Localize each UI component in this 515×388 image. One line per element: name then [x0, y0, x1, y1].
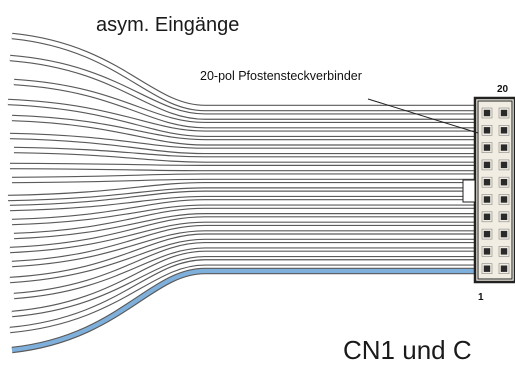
pin	[500, 213, 508, 220]
pin	[483, 248, 491, 255]
connector-20-pin	[462, 96, 515, 284]
pin	[500, 179, 508, 186]
wire	[7, 183, 474, 201]
pin	[483, 230, 491, 238]
wire	[11, 200, 474, 225]
wire	[13, 147, 474, 162]
pin	[500, 144, 508, 151]
wire	[11, 33, 474, 111]
wire	[9, 55, 474, 119]
ribbon-wires	[7, 32, 474, 354]
pin	[483, 265, 491, 272]
connector-inner-frame	[477, 100, 513, 280]
wire	[13, 243, 474, 299]
pin-1-label: 1	[478, 292, 484, 303]
caption-label: CN1 und C	[343, 335, 472, 365]
wire	[9, 191, 474, 211]
pin	[500, 248, 508, 255]
pin	[483, 144, 491, 151]
wire	[13, 79, 474, 128]
connector-key-notch	[462, 179, 476, 203]
wire	[13, 208, 474, 239]
pin-20-label: 20	[497, 84, 509, 95]
wire	[9, 133, 474, 153]
wire	[9, 163, 474, 171]
leader-line	[367, 98, 479, 134]
wire	[11, 226, 474, 267]
pin	[500, 161, 508, 169]
wire	[9, 260, 474, 333]
pin	[483, 179, 491, 186]
pin	[500, 265, 508, 272]
wire	[11, 174, 474, 183]
pin	[483, 196, 491, 203]
wire	[9, 217, 474, 253]
pin	[483, 127, 491, 134]
wire	[9, 234, 474, 283]
pin	[500, 127, 508, 134]
wire	[11, 115, 474, 145]
pin	[500, 230, 508, 238]
pin	[500, 196, 508, 203]
wire	[11, 251, 474, 317]
connector-label: 20-pol Pfostensteckverbinder	[200, 69, 362, 83]
pin	[483, 213, 491, 220]
wire-pin-1	[11, 268, 474, 353]
inputs-label: asym. Eingänge	[96, 14, 239, 36]
wire	[7, 99, 474, 136]
pin	[483, 109, 491, 117]
pin	[483, 161, 491, 169]
pin	[500, 109, 508, 117]
